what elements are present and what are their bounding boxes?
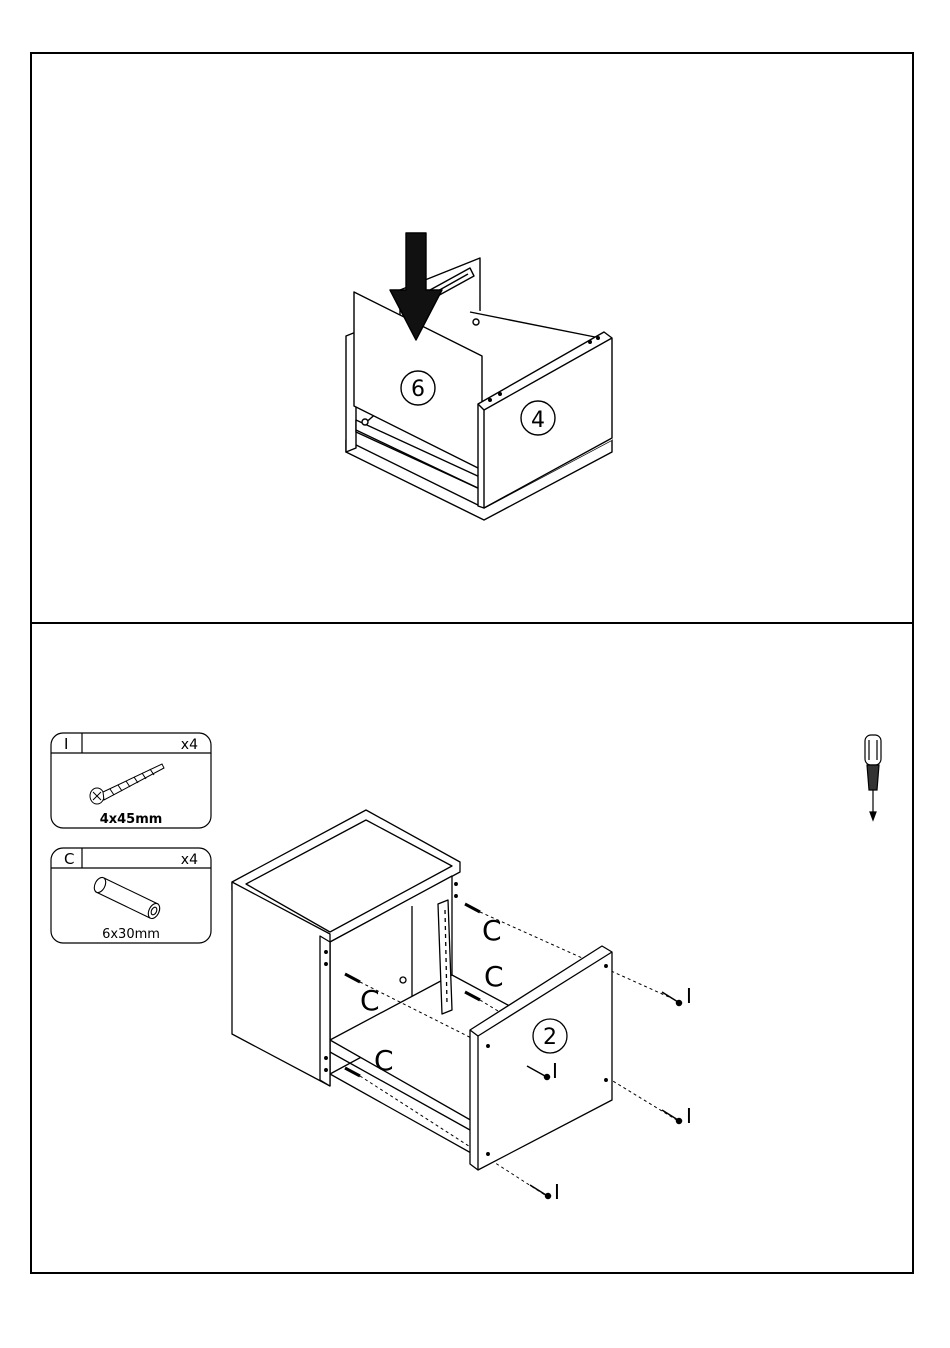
dowel-label: C (360, 984, 380, 1017)
panel-6-label: 6 (411, 377, 425, 402)
screw-label: I (686, 984, 692, 1008)
panel-2-label: 2 (543, 1025, 557, 1050)
hardware-i-letter: I (64, 735, 68, 753)
screw-label: I (554, 1180, 560, 1204)
hardware-i-size: 4x45mm (100, 812, 163, 827)
screw-label: I (552, 1059, 558, 1083)
hardware-i-qty: x4 (181, 737, 198, 753)
hardware-c-qty: x4 (181, 852, 198, 868)
step-2-drawing (232, 810, 682, 1199)
screw-label: I (686, 1104, 692, 1128)
hardware-c-letter: C (64, 850, 74, 868)
panel-4-label: 4 (531, 408, 545, 433)
dowel-label: C (482, 914, 502, 947)
dowel-label: C (484, 960, 504, 993)
screwdriver-icon (865, 735, 881, 820)
step-2-frame (31, 623, 913, 1273)
step-1-drawing (346, 233, 612, 520)
dowel-label: C (374, 1044, 394, 1077)
hardware-c-size: 6x30mm (102, 927, 160, 942)
